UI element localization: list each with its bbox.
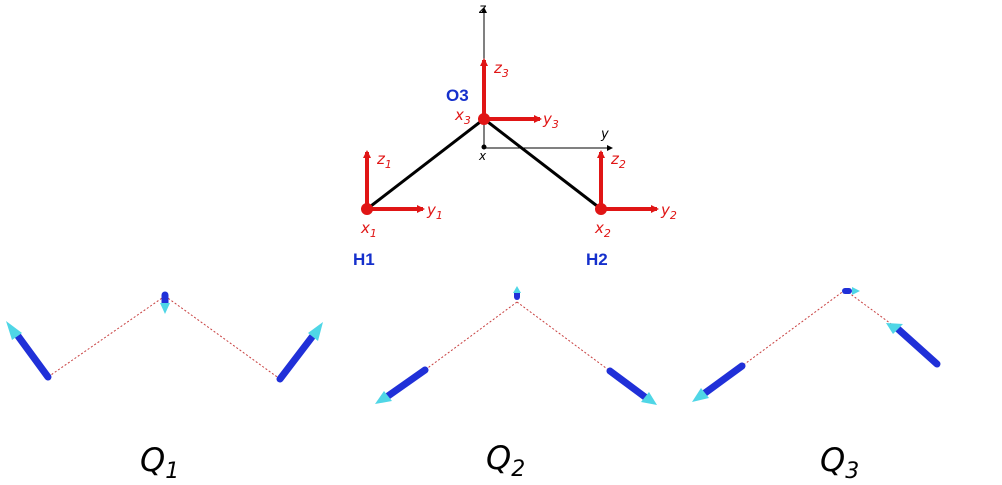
mode-q2: Q2 <box>375 286 657 482</box>
frame2-x-label: x2 <box>594 219 611 240</box>
q2-bond-left <box>424 301 518 371</box>
q2-h1-arrow-body <box>384 366 429 400</box>
q3-h1-arrow-tip <box>692 388 709 402</box>
atom-label-h1: H1 <box>353 250 375 269</box>
q1-h2-arrow-body <box>276 333 316 383</box>
frame2-z-label: z2 <box>610 150 626 171</box>
q2-h1-arrow-tip <box>375 391 392 404</box>
atom-o3-dot <box>478 113 490 125</box>
q3-bond-right <box>844 289 899 330</box>
q3-h2-arrow-tip <box>886 323 903 334</box>
local-frame-h2: z2 y2 x2 H2 <box>586 150 677 269</box>
global-x-label: x <box>478 149 487 163</box>
q1-bond-right <box>164 295 281 380</box>
global-z-label: z <box>478 2 487 17</box>
local-frame-o3: z3 y3 x3 O3 <box>446 58 559 131</box>
frame3-z-label: z3 <box>493 59 509 80</box>
mode-q1: Q1 <box>6 291 323 484</box>
frame3-x-label: x3 <box>454 106 471 127</box>
atom-label-h2: H2 <box>586 250 608 269</box>
mode-label-q2: Q2 <box>486 439 525 482</box>
q1-h1-arrow-body <box>14 332 52 381</box>
q1-o-arrow-tip <box>160 303 170 314</box>
frame1-z-label: z1 <box>376 150 392 171</box>
q3-h1-arrow-body <box>701 362 746 397</box>
bond-o3-h2 <box>483 117 602 211</box>
global-axes: z y x <box>478 2 613 163</box>
q1-h2-arrow-tip <box>308 322 323 341</box>
q3-h2-arrow-body <box>894 325 941 368</box>
q1-h1-arrow-tip <box>6 321 22 340</box>
frame1-y-label: y1 <box>426 201 443 222</box>
local-frame-h1: z1 y1 x1 H1 <box>353 150 443 269</box>
q2-o-arrow-tip <box>513 286 521 293</box>
q2-h2-arrow-tip <box>641 392 657 405</box>
frame3-y-label: y3 <box>542 110 559 131</box>
bonds <box>366 117 602 211</box>
global-origin-dot <box>481 144 487 150</box>
atom-h1-dot <box>361 203 373 215</box>
q2-h2-arrow-body <box>606 367 649 401</box>
frame1-x-label: x1 <box>360 219 377 240</box>
atom-h2-dot <box>595 203 607 215</box>
q3-o-arrow-tip <box>852 287 860 295</box>
mode-q3: Q3 <box>692 287 941 484</box>
atom-label-o3: O3 <box>446 86 469 105</box>
mode-label-q1: Q1 <box>140 441 179 484</box>
q1-bond-left <box>47 295 166 378</box>
bond-o3-h1 <box>366 117 485 211</box>
q2-bond-right <box>516 301 611 372</box>
global-y-label: y <box>600 127 609 142</box>
q3-bond-left <box>741 289 846 367</box>
frame2-y-label: y2 <box>660 201 677 222</box>
mode-label-q3: Q3 <box>820 441 859 484</box>
